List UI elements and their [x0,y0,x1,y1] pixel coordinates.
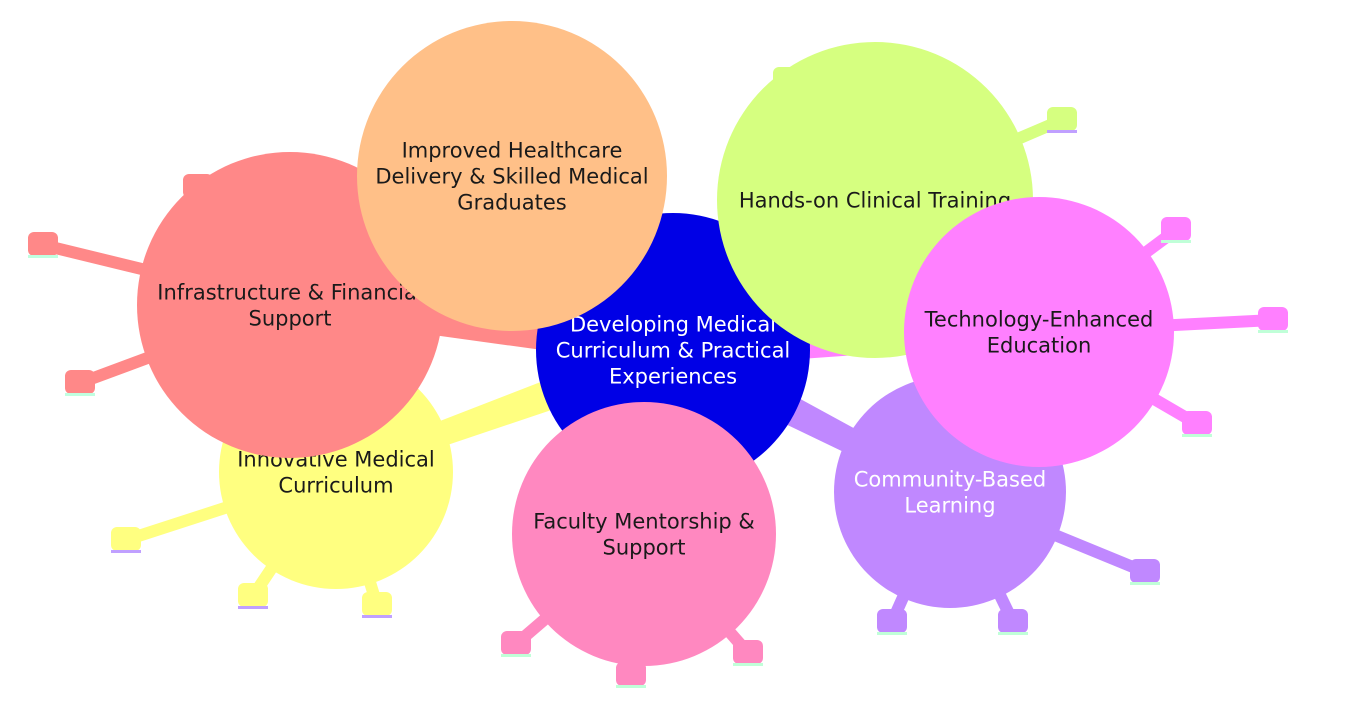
leaf-marker-technology-2 [1258,307,1288,331]
topic-community-label-line: Learning [904,493,995,517]
leaf-marker-underline-technology-3 [1182,434,1212,437]
topic-faculty-circle [512,402,776,666]
leaf-marker-underline-faculty-2 [616,685,646,688]
leaf-marker-innovative-3 [362,592,392,616]
leaf-marker-innovative-1 [111,527,141,551]
leaf-marker-community-2 [877,609,907,633]
leaf-marker-underline-community-3 [998,632,1028,635]
topic-improved-circle [357,21,667,331]
topic-innovative-label-line: Curriculum [278,473,393,497]
leaf-marker-faculty-2 [616,662,646,686]
leaf-marker-community-1 [1130,559,1160,583]
topic-community-label-line: Community-Based [854,467,1046,491]
leaf-marker-underline-technology-2 [1258,330,1288,333]
leaf-marker-underline-innovative-3 [362,615,392,618]
topic-improved-label-line: Improved Healthcare [402,138,623,162]
leaf-markers [28,59,1288,688]
leaf-marker-underline-infrastructure-1 [28,255,58,258]
central-topic-label-line: Experiences [609,364,737,388]
topic-improved-label-line: Graduates [457,190,566,214]
leaf-marker-innovative-2 [238,583,268,607]
topic-technology-circle [904,197,1174,467]
leaf-marker-underline-infrastructure-2 [65,393,95,396]
leaf-marker-underline-faculty-3 [733,663,763,666]
topic-infrastructure-label-line: Infrastructure & Financial [157,280,422,304]
leaf-marker-infrastructure-2 [65,370,95,394]
leaf-marker-faculty-3 [733,640,763,664]
leaf-marker-technology-1 [1161,217,1191,241]
topic-technology-label-line: Technology-Enhanced [924,307,1154,331]
leaf-marker-underline-innovative-1 [111,550,141,553]
topic-hands-on-label-line: Hands-on Clinical Training [739,188,1011,212]
leaf-marker-underline-innovative-2 [238,606,268,609]
leaf-marker-underline-technology-1 [1161,240,1191,243]
leaf-marker-infrastructure-1 [28,232,58,256]
leaf-marker-hands_on-1 [1047,107,1077,131]
topic-improved-label-line: Delivery & Skilled Medical [375,164,648,188]
topic-infrastructure-label-line: Support [248,306,331,330]
leaf-marker-technology-3 [1182,411,1212,435]
leaf-marker-community-3 [998,609,1028,633]
leaf-marker-underline-hands_on-1 [1047,130,1077,133]
topic-technology-label-line: Education [987,333,1092,357]
topic-faculty-label-line: Support [602,535,685,559]
leaf-marker-underline-community-1 [1130,582,1160,585]
leaf-marker-underline-community-2 [877,632,907,635]
topic-faculty-label-line: Faculty Mentorship & [533,509,755,533]
leaf-marker-faculty-1 [501,631,531,655]
central-topic-label-line: Curriculum & Practical [556,338,791,362]
central-topic-label-line: Developing Medical [570,312,776,336]
leaf-marker-underline-faculty-1 [501,654,531,657]
topic-faculty: Faculty Mentorship &Support [512,402,776,666]
